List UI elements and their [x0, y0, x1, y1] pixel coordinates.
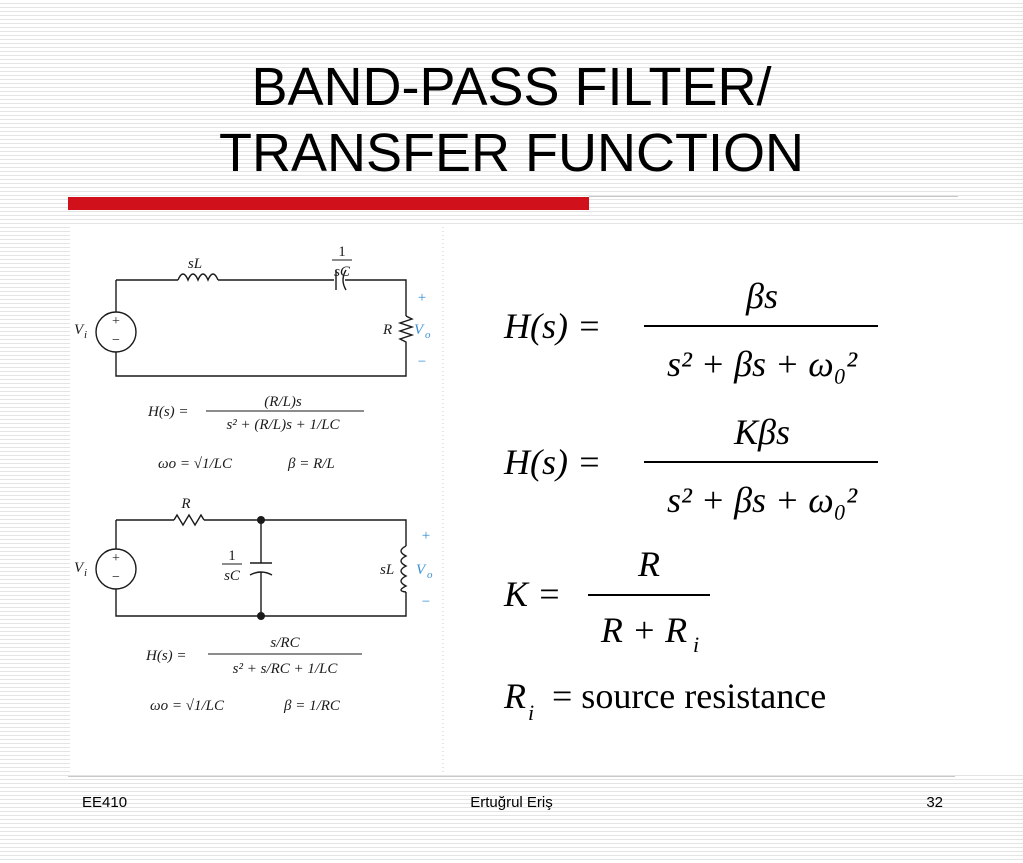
- eq1-lhs: H(s) =: [503, 306, 601, 346]
- circuit2-source-plus: +: [112, 551, 120, 566]
- parallel-rlc-circuit: [95, 513, 408, 617]
- circuit2-inductor: [400, 545, 408, 593]
- eq3-denominator-subscript: i: [693, 632, 699, 657]
- equations-svg: H(s) = βs s² + βs + ω₀² H(s) = Kβs s² + …: [503, 276, 878, 725]
- circuit2-top-node: [257, 516, 265, 524]
- circuit2-top-wire-b: [204, 519, 407, 546]
- series-rlc-circuit: [95, 269, 415, 377]
- circuit1-source-plus: +: [112, 314, 120, 329]
- circuit2-resistor: [173, 513, 205, 527]
- eq3-denominator: R + R: [600, 610, 687, 650]
- slide-title-line-2: TRANSFER FUNCTION: [219, 123, 804, 183]
- circuit2-source-label: V: [74, 560, 85, 576]
- circuit1-output-subscript: o: [425, 329, 431, 341]
- eq2-numerator: Kβs: [733, 412, 790, 452]
- circuit2-source-subscript: i: [84, 567, 87, 579]
- circuit2-output-plus: +: [422, 528, 430, 544]
- circuit2-transfer-numerator: s/RC: [270, 635, 300, 651]
- title-divider-line: [589, 196, 958, 197]
- circuit1-output-plus: +: [418, 290, 426, 306]
- circuit1-inductor: [177, 273, 219, 282]
- circuit1-output-minus: −: [418, 354, 426, 370]
- circuit2-inductor-label: sL: [380, 562, 394, 578]
- circuit2-output-label: V: [416, 562, 427, 578]
- circuit1-cap-denominator: sC: [334, 264, 351, 280]
- circuit1-transfer-denominator: s² + (R/L)s + 1/LC: [226, 417, 340, 433]
- circuit2-output-minus: −: [422, 594, 430, 610]
- slide-title: BAND-PASS FILTER/ TRANSFER FUNCTION: [0, 54, 1023, 186]
- circuit2-voltage-source: [95, 548, 137, 590]
- circuit1-source-minus: −: [112, 333, 120, 348]
- eq4-lhs-subscript: i: [528, 700, 534, 725]
- eq2-denominator: s² + βs + ω₀²: [667, 480, 858, 520]
- eq1-numerator: βs: [745, 276, 778, 316]
- circuit-diagrams-panel: 1 sC sL + − V i R + − V o H(s) = (R/L)s …: [70, 224, 442, 772]
- circuit1-source-label: V: [74, 322, 85, 338]
- eq4-rhs: = source resistance: [552, 676, 826, 716]
- circuit1-resistor: [397, 315, 415, 344]
- circuit2-cap-denominator: sC: [224, 568, 241, 584]
- circuit1-bandwidth: β = R/L: [287, 456, 335, 472]
- circuit2-resonant-frequency: ωo = √1/LC: [150, 698, 225, 714]
- eq4-lhs: R: [503, 676, 526, 716]
- eq1-denominator: s² + βs + ω₀²: [667, 344, 858, 384]
- circuit1-resonant-frequency: ωo = √1/LC: [158, 456, 233, 472]
- circuit1-source-subscript: i: [84, 329, 87, 341]
- transfer-function-equations: H(s) = βs s² + βs + ω₀² H(s) = Kβs s² + …: [444, 224, 1023, 772]
- circuit1-resistor-label: R: [382, 322, 392, 338]
- circuit2-cap-numerator: 1: [228, 548, 236, 564]
- circuit2-bandwidth: β = 1/RC: [283, 698, 341, 714]
- circuit2-transfer-lhs: H(s) =: [145, 648, 187, 664]
- circuit2-capacitor: [249, 520, 273, 616]
- circuit1-bottom-wire: [115, 344, 407, 377]
- circuit1-voltage-source: [95, 311, 137, 353]
- circuit1-cap-numerator: 1: [338, 244, 346, 260]
- slide-title-line-1: BAND-PASS FILTER/: [251, 57, 772, 117]
- circuit-diagrams-svg: 1 sC sL + − V i R + − V o H(s) = (R/L)s …: [74, 244, 433, 714]
- circuit1-inductor-label: sL: [188, 256, 202, 272]
- circuit1-capacitor: [335, 269, 347, 291]
- circuit1-transfer-numerator: (R/L)s: [264, 394, 302, 410]
- circuit2-source-minus: −: [112, 570, 120, 585]
- circuit1-transfer-lhs: H(s) =: [147, 404, 189, 420]
- footer-author: Ertuğrul Eriş: [470, 794, 553, 811]
- eq2-lhs: H(s) =: [503, 442, 601, 482]
- circuit1-output-label: V: [414, 322, 425, 338]
- footer-slide-number: 32: [926, 794, 943, 811]
- footer-divider-line: [68, 776, 955, 777]
- circuit2-resistor-label: R: [180, 496, 190, 512]
- footer-course-code: EE410: [82, 794, 128, 811]
- eq3-numerator: R: [637, 544, 660, 584]
- eq3-lhs: K =: [503, 574, 561, 614]
- circuit2-transfer-denominator: s² + s/RC + 1/LC: [233, 661, 339, 677]
- circuit2-output-subscript: o: [427, 569, 433, 581]
- circuit1-top-wire-c: [345, 279, 407, 316]
- title-accent-bar: [68, 197, 589, 210]
- circuit2-bottom-node: [257, 612, 265, 620]
